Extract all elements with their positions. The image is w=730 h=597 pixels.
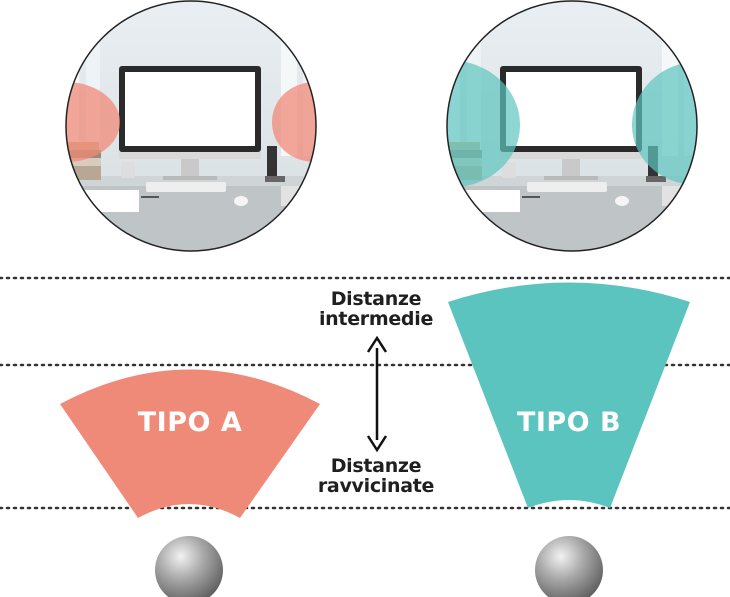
lens-b-label: TIPO B [516,407,622,438]
lens-a-zone-right [272,82,316,162]
lens-a-fan [60,369,320,518]
lens-a-label: TIPO A [137,407,243,438]
near-line-2: ravvicinate [317,475,435,497]
lens-b-fan [448,282,690,508]
near-distance-label: Distanze ravvicinate [296,456,456,496]
eyeball-a [155,536,223,597]
lens-b-zone-left [447,60,520,188]
lens-a-zone-left [66,82,120,162]
desk-circle-a [65,0,317,252]
distance-double-arrow [366,335,388,453]
intermediate-distance-label: Distanze intermedie [296,289,456,329]
lens-b-zone-right [632,62,697,185]
intermediate-line-2: intermedie [318,308,434,330]
desk-circle-b [446,0,698,252]
eyeball-b [535,536,603,597]
intermediate-line-1: Distanze [330,288,422,310]
near-line-1: Distanze [330,455,422,477]
